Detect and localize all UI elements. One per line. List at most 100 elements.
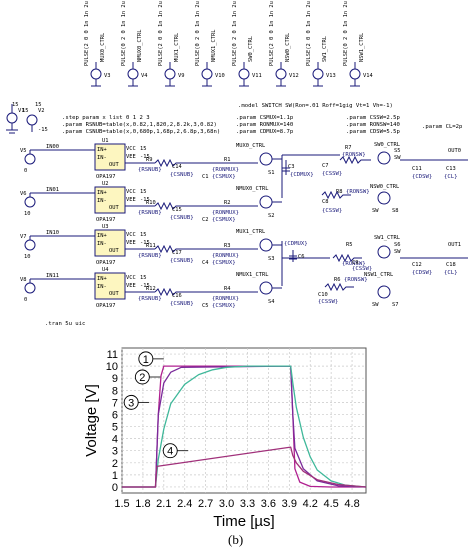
switch-s8-id: S8 [392, 208, 399, 214]
switch-s5-model: SW [394, 155, 401, 161]
channel-in10: V710IN10U3IN+IN-OUTVCCVEE15-15OPA197R11{… [20, 224, 282, 266]
mux-switch-id: S2 [268, 213, 275, 219]
net-nsw0-ctrl: NSW0_CTRL [370, 184, 399, 190]
x-tick-label: 4.2 [303, 498, 318, 510]
x-tick-label: 3.3 [240, 498, 255, 510]
mux-resistor-id: R3 [224, 243, 231, 249]
pulse-spec: PULSE(0 2 0 1n 1n 2u 4u 100) [195, 0, 201, 66]
opamp-pin-vee: VEE [126, 197, 136, 203]
net-sw0-ctrl: SW0_CTRL [374, 142, 400, 148]
pulse-spec: PULSE(2 0 0 1n 1n 2u 4u 100) [158, 0, 164, 66]
supply-v1-id: V1 [18, 108, 25, 114]
opamp-pin-inp: IN+ [97, 147, 107, 153]
dc-source-symbol [24, 239, 36, 251]
opamp-vcc-net: 15 [140, 275, 147, 281]
switch-s7-id: S7 [392, 302, 399, 308]
mux-cap-id: C4 [202, 260, 209, 266]
pulse-net: NSW1_CTRL [359, 33, 365, 62]
directive-rsnub: .param RSNUB=table(x,0.82,1,820,2,8.2k,3… [62, 122, 217, 128]
pulse-id: V13 [326, 73, 336, 79]
dc-source-symbol [24, 153, 36, 165]
x-tick-label: 3.6 [261, 498, 276, 510]
resistor-r8-param: {RONSW} [346, 189, 370, 195]
mux-cap-param: {CSMUX} [212, 174, 236, 180]
resistor-r7-symbol [339, 155, 371, 165]
resistor-r6-symbol [324, 282, 354, 292]
mux-cap-id: C5 [202, 303, 209, 309]
pulse-id: V14 [363, 73, 373, 79]
pulse-spec: PULSE(0 2 0 1n 1n 2u 4u 100) [232, 0, 238, 66]
opamp-pin-out: OUT [109, 162, 119, 168]
opamp-pin-vcc: VCC [126, 275, 136, 281]
mux-resistor-id: R2 [224, 200, 231, 206]
opamp-vee-net: -15 [140, 154, 150, 160]
cap-c9-param: {CSSW} [352, 266, 372, 272]
directive-cdmux: .param CDMUX=8.7p [236, 129, 294, 135]
source-id: V6 [20, 191, 27, 197]
x-tick-label: 1.8 [135, 498, 150, 510]
cap-c9-id: C9 [352, 260, 359, 266]
resistor-r8-id: R8 [336, 189, 343, 195]
opamp-pin-out: OUT [109, 291, 119, 297]
spice-directives: .step param x list 0 1 2 3 .param RSNUB=… [45, 103, 463, 327]
pulse-source-symbol [201, 68, 213, 80]
pulse-source-symbol [275, 68, 287, 80]
opamp-block [94, 143, 126, 171]
supply-v2-id: V2 [38, 108, 45, 114]
mux-ctrl-net: MUX1_CTRL [236, 229, 265, 235]
cap-c11-param: {CDSW} [412, 174, 432, 180]
mux-switch-id: S4 [268, 299, 275, 305]
opamp-pin-inp: IN+ [97, 190, 107, 196]
pulse-net: MUX1_CTRL [174, 33, 180, 62]
resistor-r7-id: R7 [345, 145, 352, 151]
opamp-vcc-net: 15 [140, 189, 147, 195]
pulse-id: V3 [104, 73, 111, 79]
switch-s7: S7 SW [372, 285, 399, 308]
mux-cap-param: {CSMUX} [212, 217, 236, 223]
supply-v2-symbol [26, 114, 38, 126]
mux-resistor-id: R4 [224, 286, 231, 292]
supply-v1-net: 15 [22, 108, 29, 114]
snub-cap-param: {CSNUB} [170, 215, 194, 221]
cap-c3-param: {CDMUX} [290, 172, 314, 178]
snub-cap-id: C16 [172, 293, 182, 299]
snub-cap-id: C17 [172, 250, 182, 256]
mux-resistor-param: {RONMUX} [212, 253, 239, 259]
net-out0: OUT0 [448, 148, 461, 154]
mux-switch-id: S3 [268, 256, 275, 262]
directive-tran: .tran 5u uic [45, 321, 85, 327]
opamp-pin-out: OUT [109, 248, 119, 254]
series-line-4 [122, 446, 367, 488]
source-id: V7 [20, 234, 27, 240]
mux-cap-id: C1 [202, 174, 209, 180]
dc-source-symbol [24, 196, 36, 208]
opamp-pin-vcc: VCC [126, 189, 136, 195]
cap-c13-param: {CL} [444, 174, 457, 180]
snub-resistor-id: R12 [146, 286, 156, 292]
mux-resistor-param: {RONMUX} [212, 210, 239, 216]
mux-switch-symbol [259, 152, 273, 166]
cap-c6-id: C6 [298, 254, 305, 260]
resistor-r5-param: {RONSW} [342, 261, 366, 267]
opamp-ref: U1 [102, 138, 109, 144]
x-tick-label: 4.8 [344, 498, 359, 510]
opamp-ref: U3 [102, 224, 109, 230]
pulse-net: NMUX1_CTRL [211, 30, 217, 62]
opamp-pin-inn: IN- [97, 241, 107, 247]
y-tick-label: 2 [112, 458, 118, 470]
cap-c12-param: {CDSW} [412, 270, 432, 276]
pulse-spec: PULSE(2 0 0 1n 1n 2u 4u 100) [306, 0, 312, 66]
mux-cap-param: {CSMUX} [212, 303, 236, 309]
y-tick-label: 1 [112, 470, 118, 482]
cap-c18-id: C18 [446, 262, 456, 268]
mux-switch-symbol [259, 281, 273, 295]
pulse-id: V9 [178, 73, 185, 79]
opamp-block [94, 229, 126, 257]
snub-resistor-param: {RSNUB} [138, 296, 162, 302]
resistor-r8-symbol [321, 190, 351, 200]
pulse-source-symbol [90, 68, 102, 80]
pulse-spec: PULSE(2 0 0 1n 1n 2u 4u 100) [269, 0, 275, 66]
